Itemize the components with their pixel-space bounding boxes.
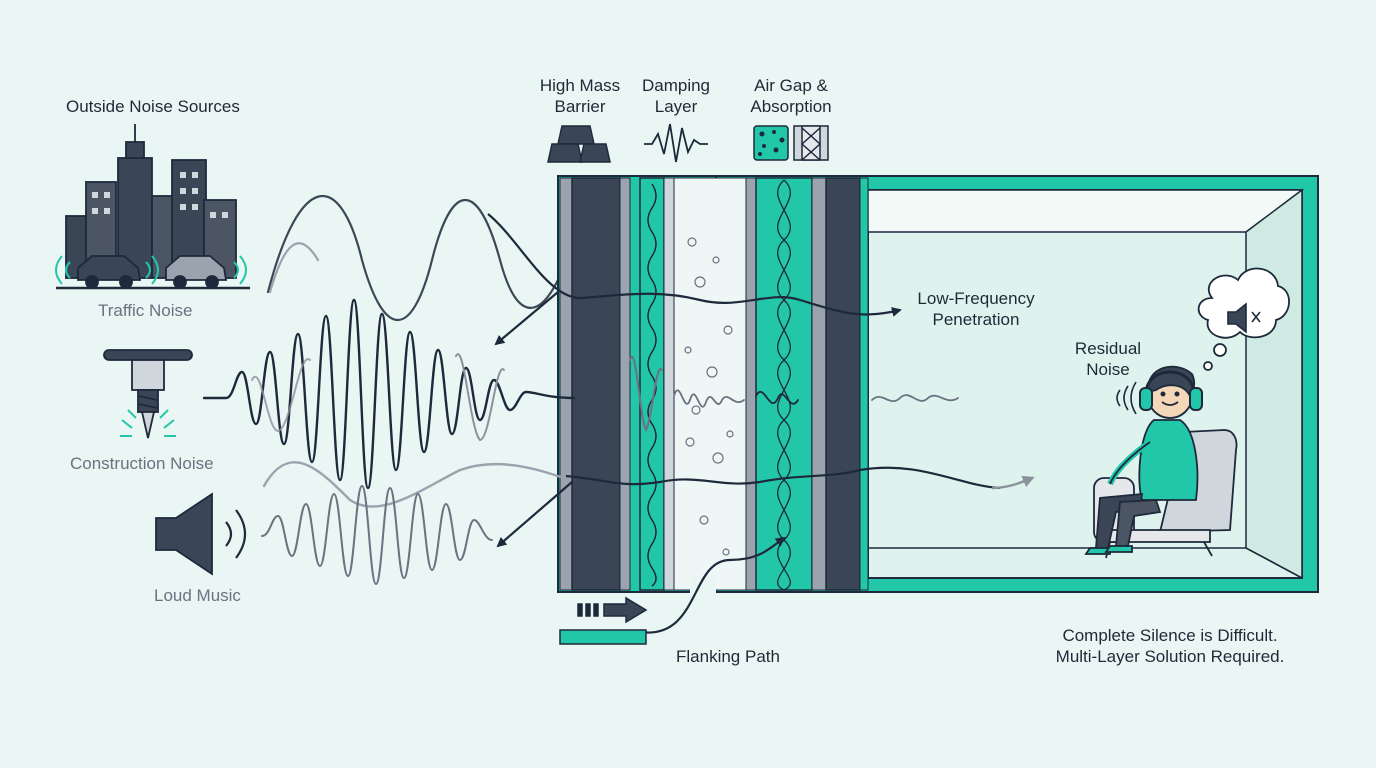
- damping-layer-label: Damping Layer: [632, 75, 720, 117]
- conclusion-label: Complete Silence is Difficult. Multi-Lay…: [1028, 625, 1312, 667]
- residual-noise-label: Residual Noise: [1066, 338, 1150, 380]
- low-frequency-label: Low-Frequency Penetration: [906, 288, 1046, 330]
- low-frequency-arrow: [487, 213, 902, 317]
- car-icon: [55, 255, 250, 290]
- residual-noise-label-line-1: Residual: [1074, 339, 1142, 358]
- damping-layer-label-line-2: Layer: [654, 97, 698, 116]
- absorption-layer: [755, 177, 813, 591]
- wall-assembly: [557, 175, 869, 594]
- traffic-noise-label: Traffic Noise: [98, 301, 193, 320]
- room: [715, 175, 1319, 593]
- residual-noise-label-line-2: Noise: [1086, 360, 1130, 379]
- high-mass-barrier-layer: [571, 177, 621, 591]
- air-gap-label-line-2: Absorption: [750, 97, 832, 116]
- mass-barrier-label-line-2: Barrier: [554, 97, 606, 116]
- reflected-arrow-lower: [496, 481, 573, 548]
- air-gap-label-line-1: Air Gap &: [754, 76, 828, 95]
- damping-wave-icon: [644, 123, 708, 163]
- residual-noise-waves: [1116, 381, 1137, 415]
- damping-layer: [639, 177, 665, 591]
- damping-layer-label-line-1: Damping: [641, 76, 711, 95]
- flanking-path-label: Flanking Path: [676, 647, 780, 666]
- sound-waves: [202, 194, 959, 586]
- air-gap: [673, 177, 747, 591]
- jackhammer-icon: [103, 349, 193, 439]
- thought-bubble-icon: [1197, 267, 1290, 371]
- low-frequency-label-line-1: Low-Frequency: [917, 289, 1035, 308]
- person-icon: [1084, 365, 1199, 555]
- conclusion-label-line-1: Complete Silence is Difficult.: [1062, 626, 1278, 645]
- sources-heading: Outside Noise Sources: [66, 97, 240, 116]
- headphones-icon: [1139, 370, 1203, 411]
- mass-barrier-label: High Mass Barrier: [528, 75, 632, 117]
- reflected-arrow-upper: [494, 291, 559, 346]
- air-gap-label: Air Gap & Absorption: [736, 75, 846, 117]
- mass-barrier-label-line-1: High Mass: [539, 76, 621, 95]
- flanking-path-icon: [559, 596, 648, 645]
- speaker-icon: [155, 492, 247, 576]
- noise-arrows: [487, 213, 1001, 634]
- transmitted-arrow: [565, 466, 1001, 490]
- muted-speaker-icon: [1227, 302, 1261, 334]
- conclusion-label-line-2: Multi-Layer Solution Required.: [1055, 647, 1285, 666]
- weights-icon: [547, 125, 611, 163]
- low-frequency-label-line-2: Penetration: [932, 310, 1020, 329]
- loud-music-label: Loud Music: [154, 586, 241, 605]
- foam-icon: [753, 125, 789, 161]
- transmitted-arrow-tail: [991, 476, 1035, 490]
- flanking-arrow: [639, 536, 786, 634]
- construction-noise-label: Construction Noise: [70, 454, 214, 473]
- city-icon: [65, 124, 237, 279]
- insulation-icon: [793, 125, 829, 161]
